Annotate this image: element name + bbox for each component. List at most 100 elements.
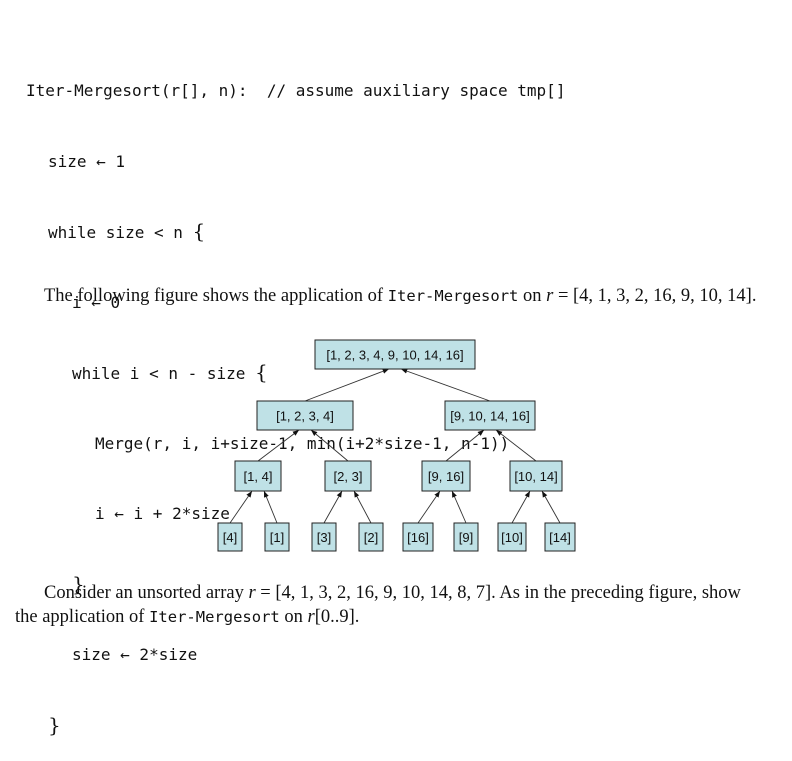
pseudocode-block: Iter-Mergesort(r[], n): // assume auxili… xyxy=(26,32,565,761)
tree-edge-arrow xyxy=(310,429,349,462)
tree-node-label: [1, 2, 3, 4] xyxy=(276,409,334,424)
tree-node-level2-3: [10, 14] xyxy=(509,460,563,492)
exercise-paragraph-line-1: Consider an unsorted array r = [4, 1, 3,… xyxy=(44,583,741,604)
tree-node-box xyxy=(453,522,479,552)
code-line-1: Iter-Mergesort(r[], n): // assume auxili… xyxy=(26,79,565,103)
code-line-10: } xyxy=(26,712,565,738)
intro-text: The following figure shows the applicati… xyxy=(44,286,384,306)
tree-edge-arrow xyxy=(445,429,485,462)
exercise-text: Consider an unsorted array xyxy=(44,583,244,603)
tree-node-label: [10, 14] xyxy=(514,469,557,484)
tree-node-box xyxy=(234,460,282,492)
tree-edge-arrow xyxy=(451,490,467,524)
tree-edge-arrow xyxy=(323,490,343,524)
tree-edge-arrow xyxy=(353,490,372,524)
code-line-6: Merge(r, i, i+size-1, min(i+2*size-1, n-… xyxy=(95,433,510,453)
code-line-3: while size < n { xyxy=(26,219,565,244)
code-line-5: while i < n - size { xyxy=(26,360,565,385)
tree-edge-arrow xyxy=(229,490,253,524)
tree-node-leaves-4: [16] xyxy=(402,522,434,552)
tree-node-leaves-7: [14] xyxy=(544,522,576,552)
tree-node-box xyxy=(544,522,576,552)
tree-node-box xyxy=(497,522,527,552)
exercise-range: [0..9]. xyxy=(314,607,360,627)
exercise-range-math: r[0..9]. xyxy=(308,607,360,627)
tree-node-label: [9, 10, 14, 16] xyxy=(450,409,530,424)
exercise-text-post: As in the preceding figure, show xyxy=(499,583,741,603)
tree-node-label: [16] xyxy=(407,530,429,545)
figure-intro-paragraph: The following figure shows the applicati… xyxy=(44,286,756,307)
tree-node-leaves-0: [4] xyxy=(217,522,243,552)
code-while-outer: while size < n xyxy=(48,223,183,242)
exercise-var2: r xyxy=(307,607,315,627)
tree-node-box xyxy=(314,339,476,370)
tree-edge-arrow xyxy=(417,490,441,524)
intro-array-value: = [4, 1, 3, 2, 16, 9, 10, 14]. xyxy=(557,286,757,306)
exercise-function-name: Iter-Mergesort xyxy=(149,608,280,626)
tree-edge-arrow xyxy=(495,429,537,462)
tree-node-box xyxy=(311,522,337,552)
intro-function-name: Iter-Mergesort xyxy=(387,287,519,305)
code-line-4: i ← 0 xyxy=(72,292,121,312)
tree-edge-arrow xyxy=(400,368,491,402)
tree-node-box xyxy=(217,522,243,552)
tree-node-leaves-3: [2] xyxy=(358,522,384,552)
exercise-text-on: on xyxy=(284,607,303,627)
tree-node-box xyxy=(256,400,354,431)
code-close-brace: } xyxy=(48,712,61,737)
tree-node-box xyxy=(264,522,290,552)
tree-node-level1-0: [1, 2, 3, 4] xyxy=(256,400,354,431)
tree-node-box xyxy=(402,522,434,552)
code-close-brace: } xyxy=(72,571,85,596)
code-while-inner: while i < n - size xyxy=(72,364,246,383)
intro-text-on: on xyxy=(523,286,542,306)
tree-node-label: [9, 16] xyxy=(428,469,464,484)
tree-node-label: [3] xyxy=(317,530,331,545)
tree-node-leaves-6: [10] xyxy=(497,522,527,552)
tree-node-level2-2: [9, 16] xyxy=(421,460,471,492)
code-open-brace: { xyxy=(192,219,206,243)
exercise-text-line2: the application of xyxy=(15,607,145,627)
tree-node-label: [9] xyxy=(459,530,473,545)
tree-node-label: [1, 4] xyxy=(244,469,273,484)
tree-node-label: [10] xyxy=(501,530,523,545)
code-line-7: i ← i + 2*size xyxy=(95,504,230,523)
code-comment: // assume auxiliary space tmp[] xyxy=(266,81,566,100)
tree-node-level2-0: [1, 4] xyxy=(234,460,282,492)
code-line-9: size ← 2*size xyxy=(72,645,198,664)
exercise-var: r xyxy=(248,583,256,603)
tree-node-box xyxy=(358,522,384,552)
tree-node-label: [4] xyxy=(223,530,237,545)
exercise-array-math: r = [4, 1, 3, 2, 16, 9, 10, 14, 8, 7]. xyxy=(248,583,495,603)
exercise-paragraph-line-2: the application of Iter-Mergesort on r[0… xyxy=(15,607,359,628)
intro-var: r xyxy=(546,286,554,306)
code-line-8: } xyxy=(26,571,565,597)
tree-node-box xyxy=(421,460,471,492)
tree-node-label: [2] xyxy=(364,530,378,545)
tree-node-box xyxy=(509,460,563,492)
tree-nodes: [1, 2, 3, 4, 9, 10, 14, 16] [1, 2, 3, 4] [… xyxy=(217,339,576,552)
tree-node-box xyxy=(444,400,536,431)
tree-edge-arrow xyxy=(257,429,300,462)
mergesort-tree-figure: [1, 2, 3, 4, 9, 10, 14, 16] [1, 2, 3, 4] [… xyxy=(217,339,576,552)
tree-node-level2-1: [2, 3] xyxy=(324,460,372,492)
tree-node-root-0: [1, 2, 3, 4, 9, 10, 14, 16] xyxy=(314,339,476,370)
tree-edge-arrow xyxy=(263,490,278,524)
tree-node-leaves-5: [9] xyxy=(453,522,479,552)
tree-edge-arrow xyxy=(541,490,561,524)
tree-edge-arrow xyxy=(511,490,531,524)
tree-node-label: [1] xyxy=(270,530,284,545)
tree-node-box xyxy=(324,460,372,492)
code-open-brace: { xyxy=(255,360,268,384)
tree-node-label: [2, 3] xyxy=(334,469,363,484)
code-function-signature: Iter-Mergesort(r[], n): xyxy=(26,81,248,100)
exercise-array-value: = [4, 1, 3, 2, 16, 9, 10, 14, 8, 7]. xyxy=(260,583,496,603)
tree-edges xyxy=(229,368,561,524)
code-line-2: size ← 1 xyxy=(48,151,126,171)
tree-node-leaves-1: [1] xyxy=(264,522,290,552)
tree-node-label: [1, 2, 3, 4, 9, 10, 14, 16] xyxy=(326,348,463,363)
tree-node-leaves-2: [3] xyxy=(311,522,337,552)
tree-node-label: [14] xyxy=(549,530,571,545)
intro-array-math: r = [4, 1, 3, 2, 16, 9, 10, 14]. xyxy=(546,286,756,306)
tree-edge-arrow xyxy=(304,368,390,402)
